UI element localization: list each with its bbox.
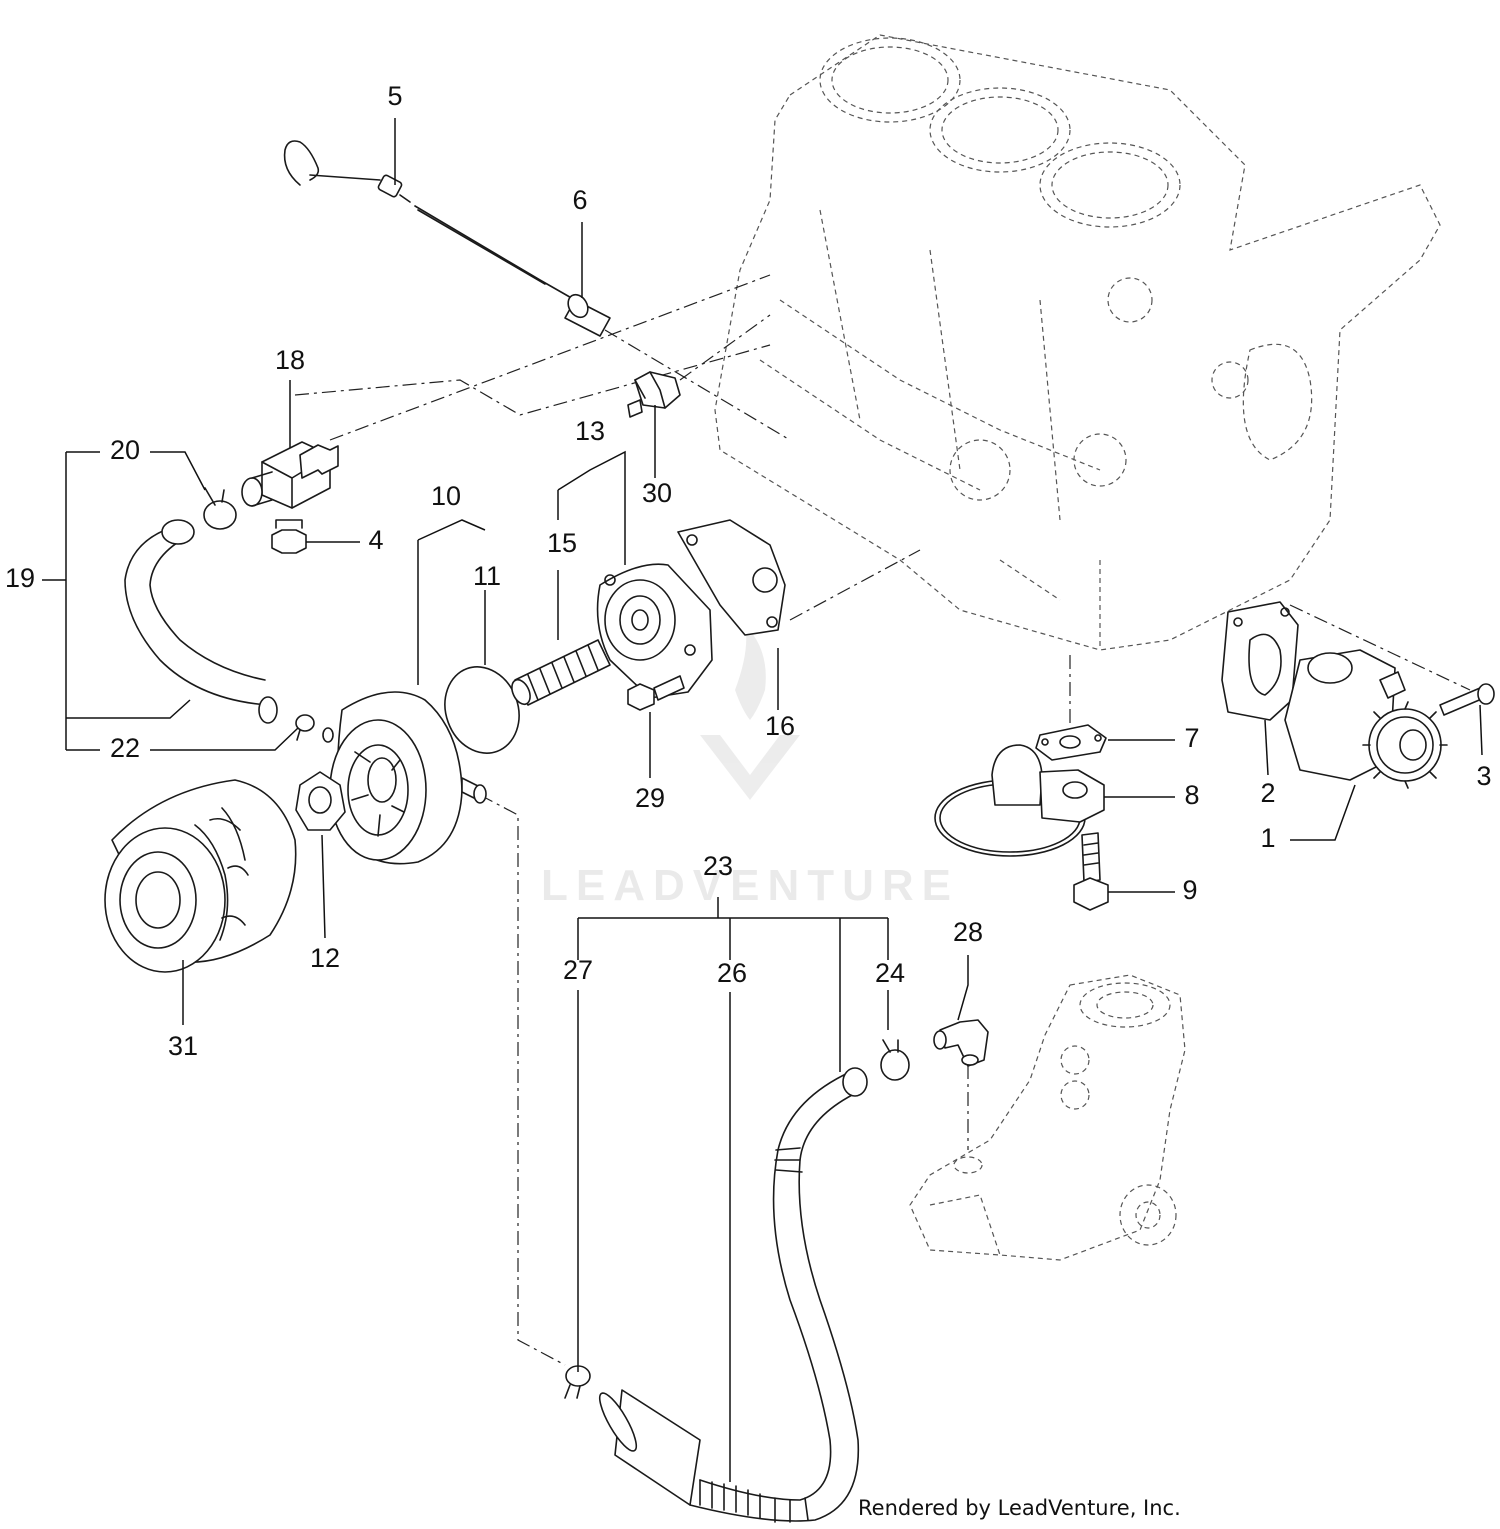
nut [295, 771, 346, 831]
callout-18: 18 [275, 345, 305, 375]
callout-16: 16 [765, 711, 795, 741]
pressure-switch [627, 371, 681, 418]
nipple [322, 727, 334, 743]
plug [271, 519, 307, 554]
elbow-fitting [933, 1019, 989, 1067]
callout-20: 20 [110, 435, 140, 465]
callout-31: 31 [168, 1031, 198, 1061]
watermark-logo [700, 625, 800, 800]
hose-clamp-24 [880, 1039, 910, 1081]
callout-9: 9 [1182, 875, 1197, 905]
dipstick [283, 140, 576, 301]
callout-12: 12 [310, 943, 340, 973]
hose-clamp-upper [203, 487, 237, 530]
callout-28: 28 [953, 917, 983, 947]
pump-gasket [1221, 601, 1299, 721]
callout-11: 11 [473, 561, 501, 591]
render-credit: Rendered by LeadVenture, Inc. [858, 1496, 1181, 1520]
dipstick-guide-line [604, 329, 791, 441]
gasket-7 [1035, 724, 1107, 761]
oil-hose-upper [124, 519, 278, 724]
leader-lines [42, 118, 1483, 1482]
hose-adapter [241, 441, 339, 509]
pump-line [1289, 604, 1471, 691]
bolt-29 [627, 675, 685, 711]
callout-4: 4 [368, 525, 383, 555]
callout-26: 26 [717, 958, 747, 988]
oil-hose-lower [598, 1067, 868, 1523]
oil-strainer [934, 744, 1105, 857]
gasket-line [789, 549, 921, 621]
hose-line-upper [294, 344, 771, 416]
engine-block [714, 34, 1441, 651]
callouts: 1 2 3 4 5 6 7 8 9 10 11 12 13 15 16 18 1… [5, 81, 1492, 1061]
oil-pump [1284, 649, 1448, 789]
gasket-16 [677, 519, 786, 636]
callout-30: 30 [642, 478, 672, 508]
cooler-drain-line [479, 794, 566, 1366]
callout-15: 15 [547, 528, 577, 558]
callout-3: 3 [1476, 761, 1491, 791]
callout-29: 29 [635, 783, 665, 813]
water-pump-housing [909, 974, 1186, 1261]
callout-13: 13 [575, 416, 605, 446]
callout-7: 7 [1184, 723, 1199, 753]
bolt-9 [1073, 832, 1109, 911]
callout-8: 8 [1184, 780, 1199, 810]
hose-clamp-small [295, 714, 315, 741]
bolt-3 [1439, 683, 1495, 716]
adapter-line [329, 274, 771, 441]
callout-1: 1 [1260, 823, 1275, 853]
oil-filter [104, 779, 297, 973]
watermark-text: LEADVENTURE [541, 861, 959, 910]
switch-line [679, 314, 771, 381]
callout-27: 27 [563, 955, 593, 985]
callout-6: 6 [572, 185, 587, 215]
filter-base [596, 563, 713, 699]
relief-spring [511, 639, 611, 706]
callout-5: 5 [387, 81, 402, 111]
callout-22: 22 [110, 733, 140, 763]
callout-24: 24 [875, 958, 905, 988]
dipstick-guide [564, 293, 611, 337]
callout-23: 23 [703, 851, 733, 881]
callout-19: 19 [5, 563, 35, 593]
callout-2: 2 [1260, 778, 1275, 808]
callout-10: 10 [431, 481, 461, 511]
oil-cooler [329, 691, 487, 865]
